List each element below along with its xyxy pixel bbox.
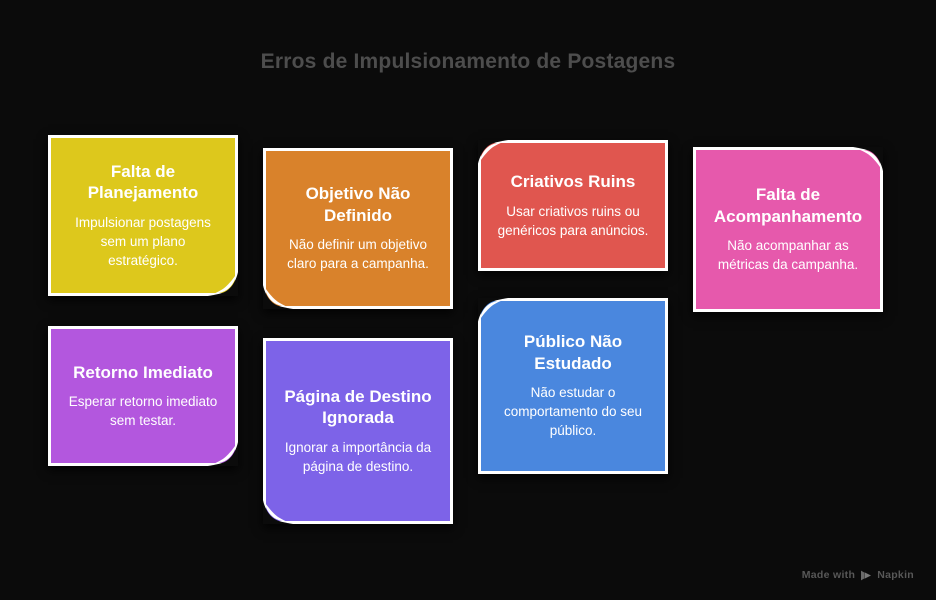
card-body: Esperar retorno imediato sem testar. — [68, 394, 218, 429]
card-title: Objetivo Não Definido — [305, 184, 411, 225]
folded-corner-icon — [208, 272, 238, 296]
napkin-watermark: Made with Napkin — [802, 569, 914, 581]
card-title: Falta de Acompanhamento — [713, 185, 863, 226]
card-title: Público Não Estudado — [523, 332, 623, 373]
folded-corner-icon — [263, 285, 293, 309]
card-body: Usar criativos ruins ou genéricos para a… — [497, 203, 649, 238]
folded-corner-icon — [208, 442, 238, 466]
napkin-play-logo-icon — [860, 570, 872, 581]
watermark-prefix: Made with — [801, 569, 856, 581]
watermark-brand: Napkin — [877, 569, 914, 581]
card-body: Ignorar a importância da página de desti… — [284, 439, 432, 474]
folded-corner-icon — [853, 147, 883, 171]
card-body: Não definir um objetivo claro para a cam… — [287, 237, 429, 272]
folded-corner-icon — [478, 298, 508, 322]
card-body: Impulsionar postagens sem um plano estra… — [75, 214, 211, 268]
folded-corner-icon — [478, 140, 508, 164]
page-title: Erros de Impulsionamento de Postagens — [260, 50, 676, 73]
card-title: Falta de Planejamento — [87, 161, 199, 203]
card-body: Não acompanhar as métricas da campanha. — [717, 238, 859, 273]
card-title: Criativos Ruins — [510, 172, 636, 192]
card-title: Retorno Imediato — [73, 362, 213, 382]
card-title: Página de Destino Ignorada — [284, 386, 432, 428]
folded-corner-icon — [263, 500, 293, 524]
card-body: Não estudar o comportamento do seu públi… — [503, 385, 643, 439]
